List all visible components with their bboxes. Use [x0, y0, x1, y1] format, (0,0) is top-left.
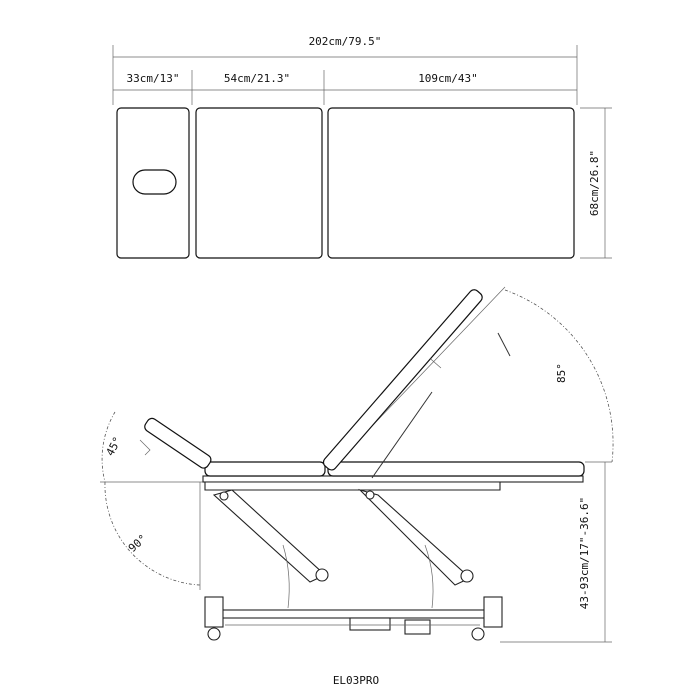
right-scissor-arm [358, 488, 471, 586]
main-frame [202, 475, 584, 483]
foot-pad-top [327, 107, 575, 259]
head-down-arc [104, 481, 201, 586]
head-rest-raised [144, 417, 212, 469]
head-length-label: 33cm/13" [127, 72, 180, 85]
left-scissor-arm [212, 489, 326, 583]
motor-unit [349, 617, 391, 631]
overall-length-label: 202cm/79.5" [309, 35, 382, 48]
control-box [404, 619, 431, 635]
middle-length-label: 54cm/21.3" [224, 72, 290, 85]
left-wheel [207, 627, 221, 641]
back-angle-arc [504, 289, 614, 463]
model-label: EL03PRO [333, 674, 379, 687]
head-down-angle-label: 90° [126, 532, 149, 555]
head-up-angle-label: 45° [104, 435, 125, 459]
right-wheel-housing [483, 596, 503, 628]
side-view: 85° 45° 90° [100, 286, 614, 643]
right-wheel [471, 627, 485, 641]
middle-pad-top [195, 107, 323, 259]
top-view: 202cm/79.5" 33cm/13" 54cm/21.3" 109cm/43… [112, 35, 612, 259]
base-frame [209, 609, 495, 619]
head-up-arc [101, 411, 116, 483]
sub-frame [204, 481, 501, 491]
back-angle-label: 85° [555, 363, 568, 383]
back-rest-raised [322, 289, 483, 471]
left-wheel-housing [204, 596, 224, 628]
gas-spring [371, 391, 433, 479]
face-hole [132, 169, 177, 195]
foot-pad-side [327, 461, 585, 477]
foot-length-label: 109cm/43" [418, 72, 478, 85]
width-label: 68cm/26.8" [588, 150, 601, 216]
middle-pad-side [204, 461, 326, 477]
height-range-label: 43-93cm/17"-36.6" [578, 497, 591, 610]
